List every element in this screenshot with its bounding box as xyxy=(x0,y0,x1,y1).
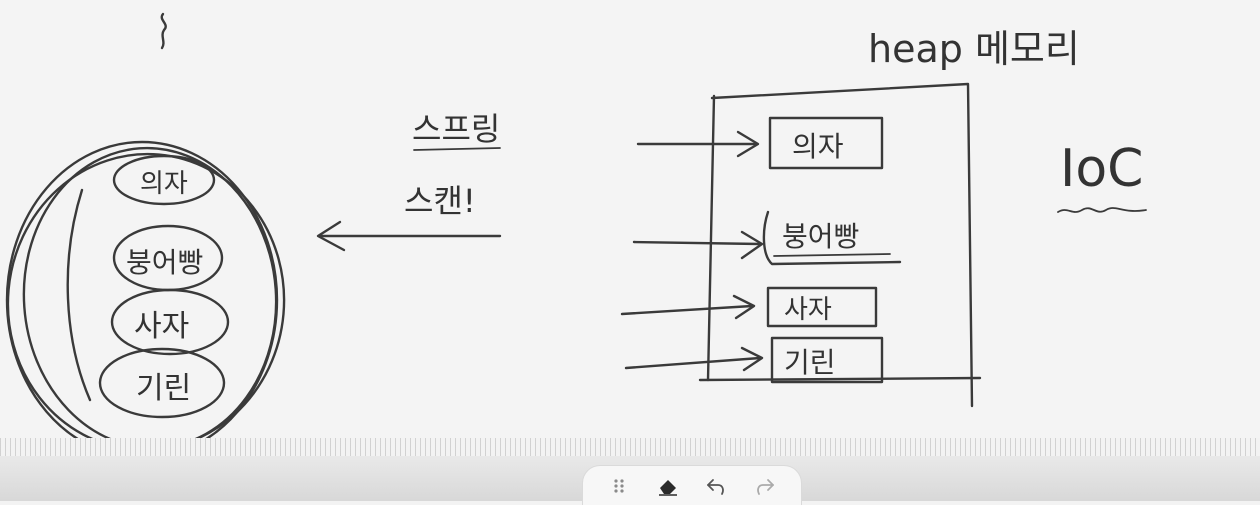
heap-box-bottom xyxy=(698,376,982,382)
heap-label: heap 메모리 xyxy=(868,27,1080,71)
scan-label: 스캔! xyxy=(404,182,476,220)
circle-item-1: 의자 xyxy=(140,169,188,199)
circle-item-3: 사자 xyxy=(134,309,189,344)
heap-item-4: 기린 xyxy=(784,346,836,379)
whiteboard-canvas[interactable]: 의자 붕어빵 사자 기린 스프링 스캔! heap 메모리 의자 붕어빵 사자 … xyxy=(0,0,1260,438)
container-circle xyxy=(5,140,286,438)
undo-icon[interactable] xyxy=(701,472,731,500)
heap-box-left xyxy=(706,94,716,382)
heap-arrows xyxy=(620,130,764,372)
drawing-toolbar xyxy=(582,465,802,505)
circle-item-ovals xyxy=(98,154,230,419)
spring-underline xyxy=(413,147,501,151)
heap-item-boxes xyxy=(762,116,902,384)
page-ruler xyxy=(0,438,1260,456)
heap-item-1: 의자 xyxy=(792,130,844,163)
heap-item-2: 붕어빵 xyxy=(782,220,859,253)
circle-item-2: 붕어빵 xyxy=(126,246,203,279)
handwritten-sketch: 의자 붕어빵 사자 기린 스프링 스캔! heap 메모리 의자 붕어빵 사자 … xyxy=(5,12,1147,438)
drag-handle-icon[interactable] xyxy=(604,472,634,500)
ioc-label: IoC xyxy=(1060,139,1143,199)
squiggle-mark xyxy=(160,12,167,50)
heap-box-top-right xyxy=(710,82,974,408)
spring-label: 스프링 xyxy=(412,110,500,148)
ioc-underline xyxy=(1057,207,1147,213)
circle-item-4: 기린 xyxy=(136,371,191,406)
redo-icon[interactable] xyxy=(750,472,780,500)
heap-item-3: 사자 xyxy=(784,295,832,325)
scan-arrow-head xyxy=(316,220,346,252)
eraser-icon[interactable] xyxy=(653,472,683,500)
